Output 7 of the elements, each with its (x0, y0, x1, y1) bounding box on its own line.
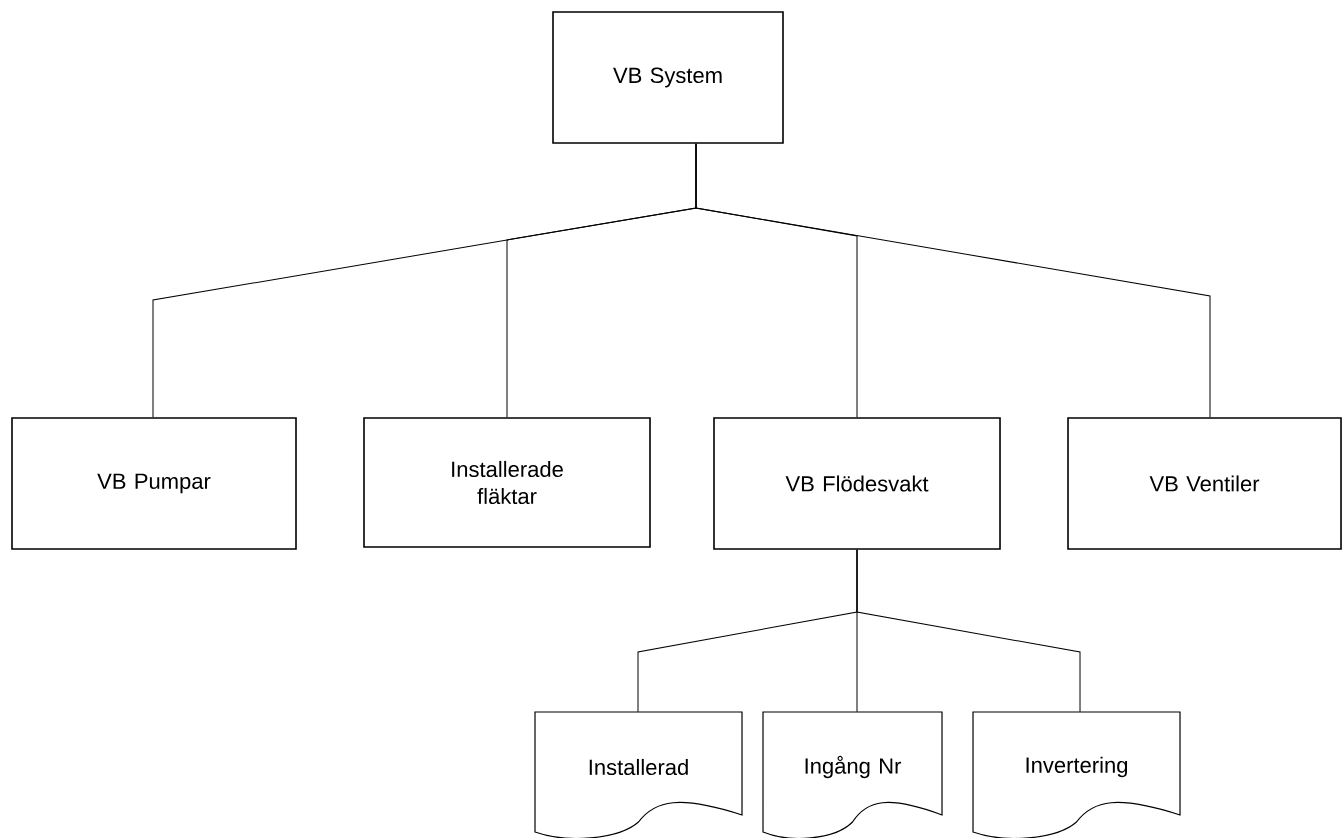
process-box: VB Ventiler (1067, 417, 1342, 550)
process-box: VB Flödesvakt (713, 417, 1001, 550)
process-box: Installerade fläktar (363, 417, 651, 548)
process-box: VB Pumpar (11, 417, 297, 550)
process-box: VB System (552, 11, 784, 144)
connector-line (856, 549, 1081, 713)
connector-line (695, 143, 1211, 418)
